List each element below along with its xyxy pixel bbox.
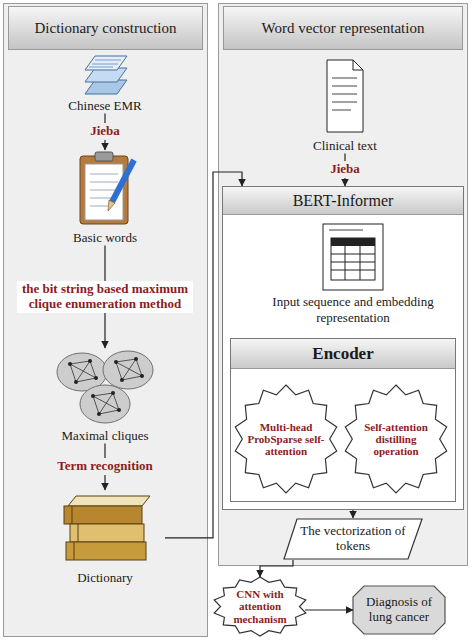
dictionary-panel: Dictionary constructionChinese EMR Basic … bbox=[3, 3, 208, 637]
node-text: Maximal cliques bbox=[35, 428, 175, 444]
edge-label: the bit string based maximum clique enum… bbox=[17, 281, 193, 313]
model-box: BERT-InformerInput sequence and embeddin… bbox=[222, 186, 464, 510]
header-text: Encoder bbox=[231, 339, 455, 369]
node-text: Dictionary bbox=[45, 570, 165, 586]
encoder-box: EncoderMulti-head ProbSparse self-attent… bbox=[230, 338, 456, 502]
node-text: Clinical text bbox=[300, 138, 390, 154]
clique-icon-box: Maximal cliques bbox=[35, 348, 175, 444]
node-text: CNN with attention mechanism bbox=[226, 588, 294, 625]
vector-panel: Word vector representationClinical textB… bbox=[218, 3, 468, 566]
connector-arrow bbox=[305, 609, 353, 610]
star-shape bbox=[345, 385, 446, 493]
clique-icon bbox=[57, 351, 153, 423]
token-parallelogram: The vectorization of tokens bbox=[283, 518, 423, 560]
diagnosis-octagon: Diagnosis of lung cancer bbox=[352, 585, 446, 635]
edge-label: Term recognition bbox=[54, 458, 156, 475]
document-icon-box: Chinese EMR bbox=[40, 52, 170, 114]
attention-burst: Multi-head ProbSparse self-attention bbox=[233, 384, 339, 494]
star-shape bbox=[235, 385, 336, 493]
node-text: Diagnosis of lung cancer bbox=[365, 595, 433, 625]
star-shape bbox=[214, 577, 306, 636]
header-text: BERT-Informer bbox=[223, 187, 463, 215]
clinical-doc-icon bbox=[327, 60, 363, 132]
embedding-box: Input sequence and embedding representat… bbox=[268, 222, 438, 325]
oct-shape bbox=[353, 586, 445, 634]
clipboard-icon bbox=[80, 152, 134, 224]
clipboard-icon-box: Basic words bbox=[40, 150, 170, 246]
header-text: Dictionary construction bbox=[8, 6, 203, 50]
text-icon-box: Clinical text bbox=[300, 56, 390, 154]
connector-arrow bbox=[352, 510, 353, 518]
para-shape bbox=[284, 519, 422, 559]
node-text: Multi-head ProbSparse self-attention bbox=[247, 421, 325, 458]
connector-arrow bbox=[165, 172, 242, 538]
distilling-burst: Self-attention distilling operation bbox=[343, 384, 449, 494]
header-text: Word vector representation bbox=[223, 6, 463, 50]
table-doc-icon bbox=[323, 224, 383, 290]
node-text: Chinese EMR bbox=[40, 98, 170, 114]
edge-label: Jieba bbox=[87, 123, 123, 140]
books-icon bbox=[64, 496, 150, 560]
node-text: Self-attention distilling operation bbox=[357, 421, 435, 458]
cnn-burst: CNN with attention mechanism bbox=[212, 576, 308, 637]
emr-icon bbox=[85, 56, 127, 94]
dictionary-icon-box: Dictionary bbox=[45, 490, 165, 586]
edge-label: Jieba bbox=[327, 161, 363, 178]
node-text: Input sequence and embedding representat… bbox=[268, 294, 438, 325]
connector-arrow bbox=[260, 560, 293, 577]
node-text: Basic words bbox=[40, 230, 170, 246]
node-text: The vectorization of tokens bbox=[296, 524, 410, 554]
